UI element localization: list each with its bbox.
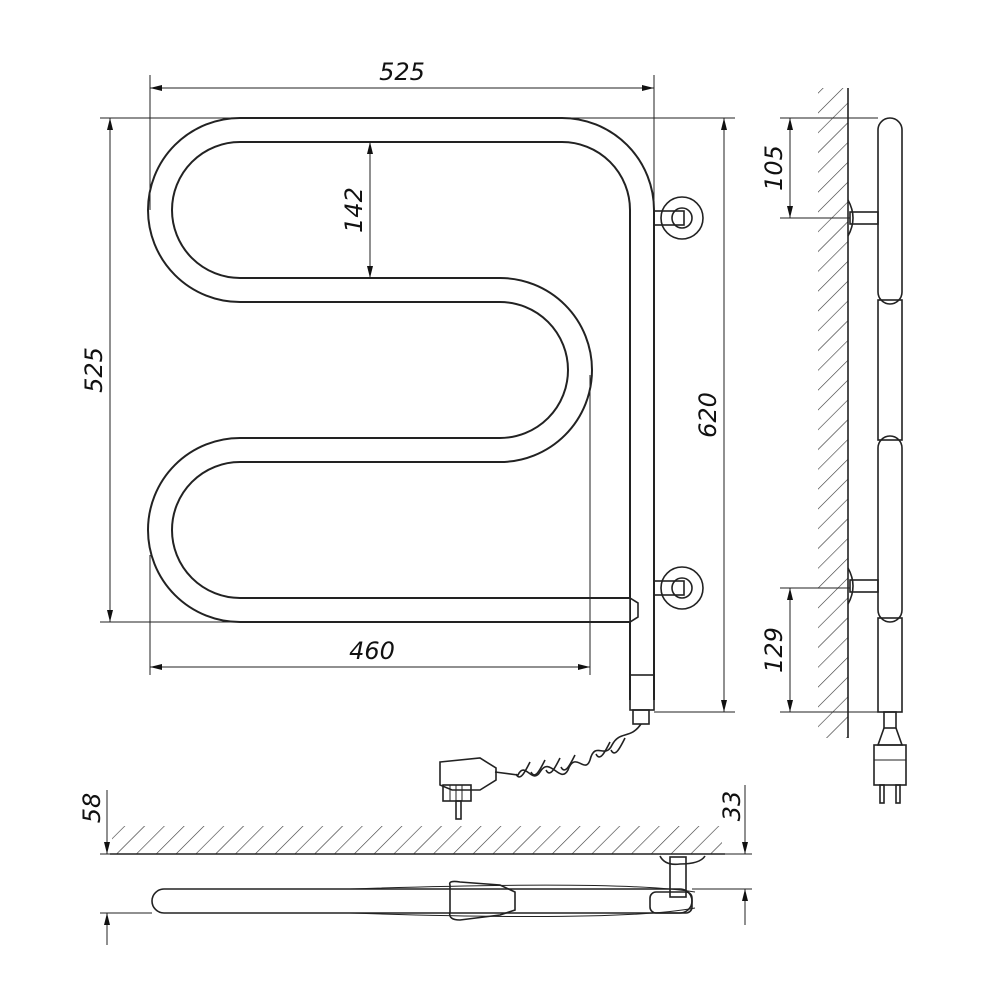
front-view (147, 117, 704, 820)
bottom-dimensions: 58 33 (78, 785, 752, 945)
side-plug (873, 711, 907, 804)
dim-top-width: 525 (379, 58, 425, 86)
side-view (818, 88, 907, 804)
dim-depth-bracket: 33 (718, 791, 746, 822)
lower-bracket (653, 566, 704, 610)
front-dimensions: 525 142 525 620 460 (80, 58, 735, 713)
side-pipe-upper (877, 117, 903, 305)
bottom-view (110, 826, 725, 921)
upper-bracket (653, 196, 704, 240)
dim-left-height: 525 (80, 347, 108, 393)
power-plug (439, 757, 497, 820)
dim-bend-spacing: 142 (340, 187, 368, 233)
power-cord (494, 709, 650, 778)
dim-total-height: 620 (694, 392, 722, 438)
dim-depth-total: 58 (78, 793, 106, 824)
bottom-pipe (151, 888, 693, 914)
dim-side-top-bracket: 105 (760, 145, 788, 191)
wall-hatch-bottom (112, 826, 722, 854)
dim-side-bottom-bracket: 129 (760, 627, 788, 673)
wall-hatch (818, 88, 848, 738)
side-dimensions: 105 129 (760, 117, 884, 713)
dim-bottom-width: 460 (349, 637, 395, 665)
